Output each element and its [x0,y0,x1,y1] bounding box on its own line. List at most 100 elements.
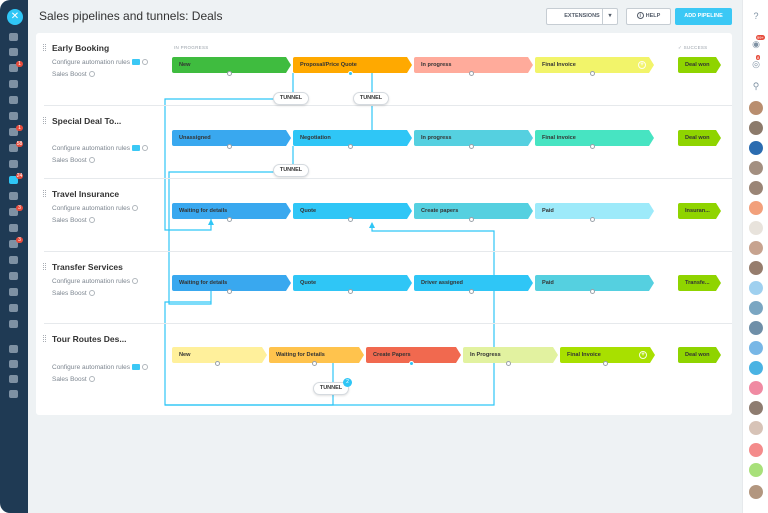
stage-in-progress[interactable]: In Progress [463,347,558,366]
stage-dot[interactable] [215,361,220,366]
stage-dot[interactable] [590,289,595,294]
stage-waiting-details[interactable]: Waiting for details [172,275,291,294]
pipeline-title[interactable]: Travel Insurance [52,189,120,199]
stage-dot[interactable] [227,71,232,76]
stage-success[interactable]: Deal won [678,130,721,146]
stage-in-progress[interactable]: In progress [414,57,533,76]
stage-dot[interactable] [603,361,608,366]
sales-boost-link[interactable]: Sales Boost [52,290,95,297]
drag-handle-icon[interactable] [43,335,46,342]
sales-boost-link[interactable]: Sales Boost [52,217,95,224]
stage-dot[interactable] [590,71,595,76]
stage-dot[interactable] [348,217,353,222]
stage-dot[interactable] [227,144,232,149]
automation-rules-link[interactable]: Configure automation rules [52,145,149,152]
nav-cart-icon[interactable] [9,272,18,280]
stage-dot[interactable] [312,361,317,366]
avatar[interactable] [749,161,763,175]
stage-dot[interactable] [506,361,511,366]
add-pipeline-button[interactable]: ADD PIPELINE [675,8,732,25]
stage-dot[interactable] [227,217,232,222]
stage-unassigned[interactable]: Unassigned [172,130,291,149]
nav-bank-icon[interactable] [9,288,18,296]
sales-boost-link[interactable]: Sales Boost [52,376,95,383]
stage-final-invoice[interactable]: Final invoice [535,130,654,149]
avatar[interactable] [749,341,763,355]
sales-boost-link[interactable]: Sales Boost [52,157,95,164]
stage-success[interactable]: Transfe... [678,275,721,291]
avatar[interactable] [749,401,763,415]
nav-help-icon[interactable] [9,345,18,353]
avatar[interactable] [749,321,763,335]
stage-quote[interactable]: Quote [293,203,412,222]
stage-final-invoice[interactable]: Final Invoice+ [535,57,654,76]
chat-icon[interactable]: ◎ [752,59,760,69]
nav-contacts-icon[interactable] [9,160,18,168]
avatar[interactable] [749,301,763,315]
stage-in-progress[interactable]: In progress [414,130,533,149]
stage-success[interactable]: Deal won [678,57,721,73]
nav-settings-icon[interactable] [9,320,18,328]
nav-bag-icon[interactable] [9,240,18,248]
drag-handle-icon[interactable] [43,117,46,124]
nav-docs-icon[interactable] [9,96,18,104]
stage-final-invoice[interactable]: Final Invoice+ [560,347,655,366]
nav-add-icon[interactable] [9,390,18,398]
avatar[interactable] [749,361,763,375]
stage-dot[interactable] [590,144,595,149]
avatar[interactable] [749,181,763,195]
pipeline-title[interactable]: Special Deal To... [52,116,122,126]
stage-dot[interactable] [348,71,353,76]
nav-tasks-icon[interactable] [9,144,18,152]
avatar[interactable] [749,281,763,295]
drag-handle-icon[interactable] [43,263,46,270]
stage-dot[interactable] [227,289,232,294]
tunnel-badge[interactable]: TUNNEL [313,382,349,395]
stage-dot[interactable] [348,289,353,294]
nav-warning-icon[interactable] [9,360,18,368]
automation-rules-link[interactable]: Configure automation rules [52,59,149,66]
avatar[interactable] [749,241,763,255]
stage-quote[interactable]: Quote [293,275,412,294]
avatar[interactable] [749,261,763,275]
avatar[interactable] [749,201,763,215]
pipeline-title[interactable]: Tour Routes Des... [52,334,127,344]
help-icon[interactable]: ? [753,11,759,21]
stage-paid[interactable]: Paid [535,203,654,222]
automation-rules-link[interactable]: Configure automation rules [52,364,149,371]
chevron-down-icon[interactable]: ▾ [602,9,617,24]
nav-sites-icon[interactable] [9,208,18,216]
avatar[interactable] [749,221,763,235]
stage-new[interactable]: New [172,347,267,366]
avatar[interactable] [749,141,763,155]
automation-rules-link[interactable]: Configure automation rules [52,205,139,212]
stage-success[interactable]: Deal won [678,347,721,363]
avatar[interactable] [749,121,763,135]
nav-feed-icon[interactable] [9,48,18,56]
automation-rules-link[interactable]: Configure automation rules [52,278,139,285]
stage-waiting-details[interactable]: Waiting for details [172,203,291,222]
stage-driver-assigned[interactable]: Driver assigned [414,275,533,294]
stage-create-papers[interactable]: Create papers [414,203,533,222]
stage-dot[interactable] [469,71,474,76]
stage-waiting-details[interactable]: Waiting for Details [269,347,364,366]
stage-dot[interactable] [469,144,474,149]
nav-calendar-icon[interactable] [9,80,18,88]
stage-dot[interactable] [469,217,474,222]
stage-paid[interactable]: Paid [535,275,654,294]
stage-dot[interactable] [348,144,353,149]
nav-swap-icon[interactable] [9,256,18,264]
stage-dot[interactable] [469,289,474,294]
avatar[interactable] [749,101,763,115]
stage-create-papers[interactable]: Create Papers [366,347,461,366]
extensions-button[interactable]: EXTENSIONS ▾ [546,8,618,25]
avatar[interactable] [749,421,763,435]
stage-dot[interactable] [590,217,595,222]
nav-store-icon[interactable] [9,224,18,232]
drag-handle-icon[interactable] [43,44,46,51]
nav-users-icon[interactable] [9,112,18,120]
avatar[interactable] [749,381,763,395]
stage-dot[interactable] [409,361,414,366]
nav-mail-icon[interactable] [9,128,18,136]
